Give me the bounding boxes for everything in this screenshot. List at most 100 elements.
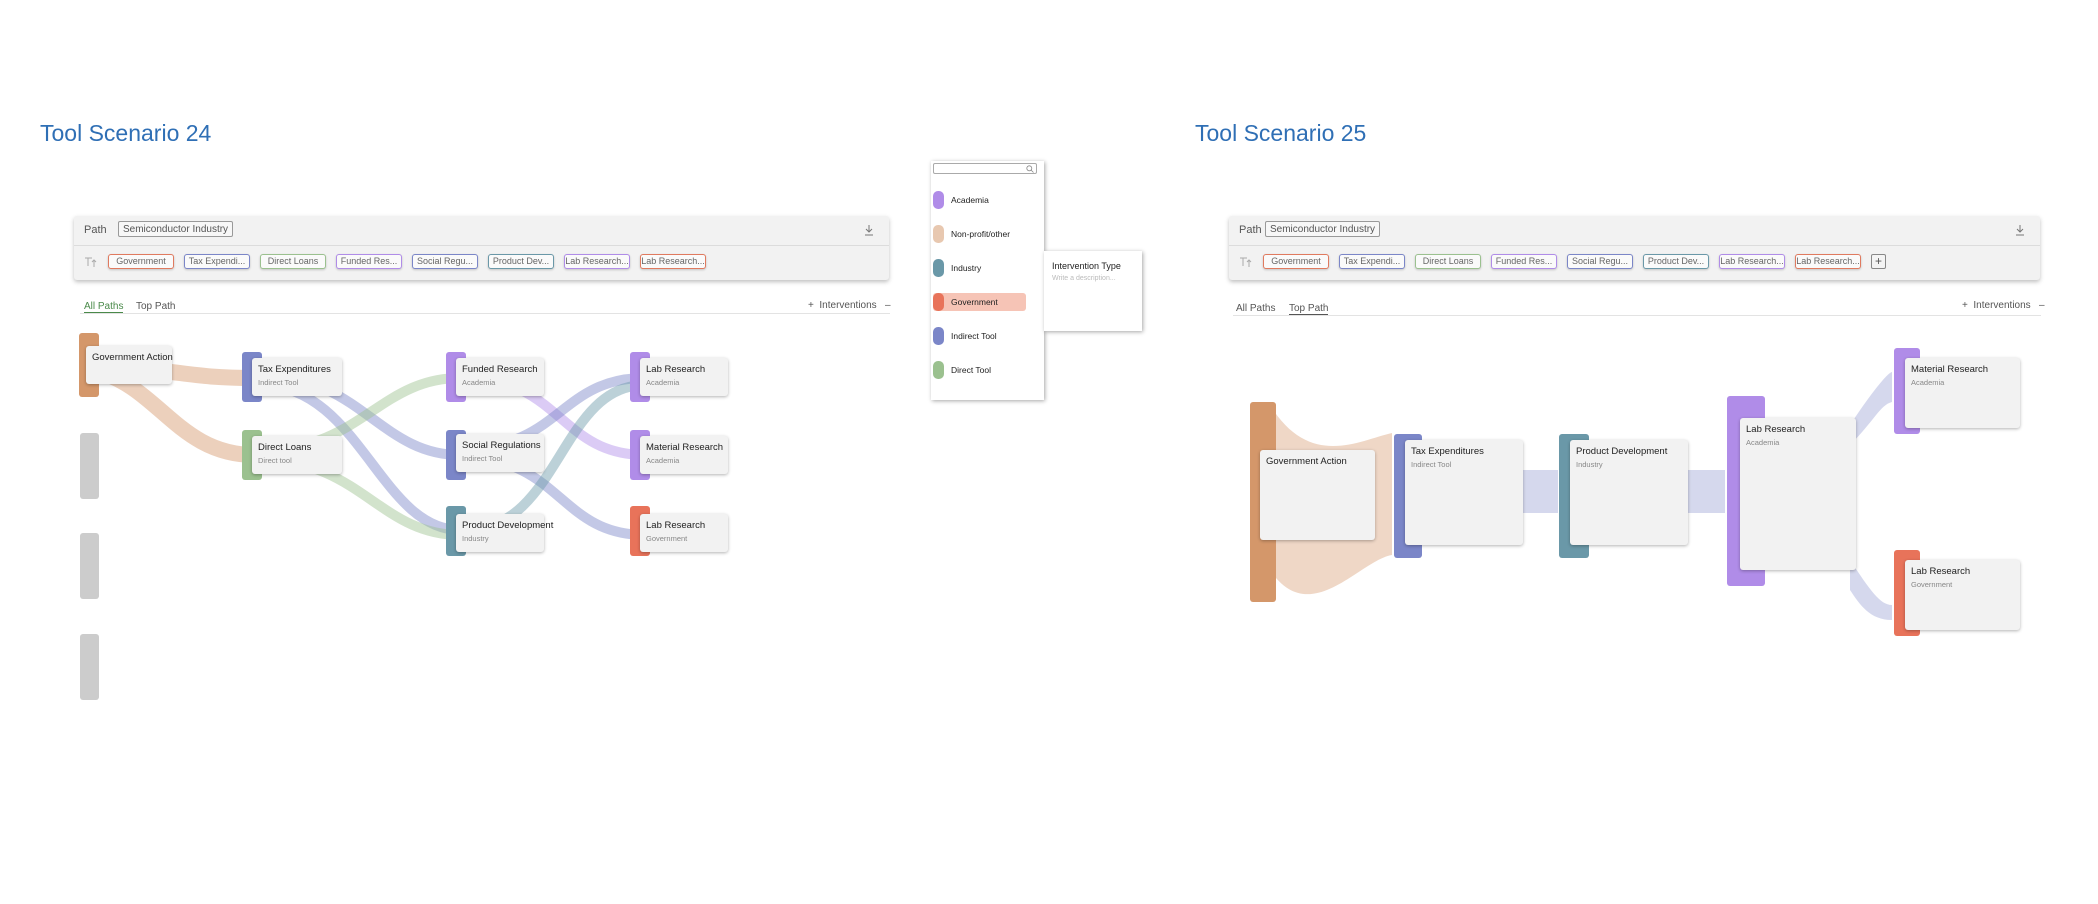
filter-chip[interactable]: Lab Research... [564,254,630,269]
color-swatch-icon [933,327,944,345]
dropdown-option-label: Government [951,297,998,307]
filter-icon[interactable] [84,256,98,268]
tab-all-paths[interactable]: All Paths [1236,303,1276,314]
node-subtitle: Indirect Tool [258,378,299,387]
dropdown-option-label: Industry [951,263,982,273]
intervention-type-popup: Intervention Type Write a description... [1044,251,1142,331]
tab-top-path[interactable]: Top Path [1289,303,1329,315]
node-title: Product Development [462,520,554,531]
node-title: Social Regulations [462,440,541,451]
tab-all-paths[interactable]: All Paths [84,301,124,313]
dropdown-option[interactable]: Non-profit/other [931,225,1031,243]
tab-top-path[interactable]: Top Path [136,301,176,312]
filter-chip[interactable]: Product Dev... [488,254,554,269]
node-subtitle: Academia [646,456,680,465]
node-title: Government Action [92,352,173,363]
color-swatch-icon [933,259,944,277]
node-title: Material Research [646,442,724,453]
path-value[interactable]: Semiconductor Industry [1265,221,1381,237]
scenario-25-path-panel: Path Semiconductor Industry Government Ta… [1229,216,2040,280]
node-title: Lab Research [1911,566,1971,577]
collapsed-node-bar[interactable] [80,634,99,700]
filter-chip[interactable]: Direct Loans [1415,254,1481,269]
download-icon[interactable] [2014,224,2026,236]
filter-chip[interactable]: Tax Expendi... [1339,254,1405,269]
node-title: Tax Expenditures [258,364,331,375]
download-icon[interactable] [863,224,875,236]
filter-chip[interactable]: Tax Expendi... [184,254,250,269]
dropdown-option[interactable]: Government [931,293,1031,311]
dropdown-option-label: Direct Tool [951,365,991,375]
path-label: Path [84,224,107,236]
path-label: Path [1239,224,1262,236]
collapsed-node-bar[interactable] [80,533,99,599]
filter-chip[interactable]: Lab Research... [640,254,706,269]
scenario-24-title: Tool Scenario 24 [40,120,212,146]
node-subtitle: Indirect Tool [1411,460,1452,469]
node-title: Tax Expenditures [1411,446,1484,457]
filter-icon[interactable] [1239,256,1253,268]
filter-chip[interactable]: Lab Research... [1719,254,1785,269]
scenario-25-title: Tool Scenario 25 [1195,120,1367,146]
interventions-button[interactable]: + Interventions – [808,300,891,311]
intervention-description-input[interactable]: Write a description... [1052,275,1116,282]
filter-chip[interactable]: Social Regu... [412,254,478,269]
node-subtitle: Academia [1746,438,1780,447]
node-subtitle: Government [646,534,688,543]
dropdown-option[interactable]: Industry [931,259,1031,277]
add-chip-button[interactable]: + [1871,254,1886,269]
filter-chip[interactable]: Lab Research... [1795,254,1861,269]
dropdown-option-label: Non-profit/other [951,229,1011,239]
dropdown-option[interactable]: Direct Tool [931,361,1031,379]
node-subtitle: Academia [646,378,680,387]
node-title: Funded Research [462,364,538,375]
flow-node-card[interactable]: Government Action [86,346,173,384]
path-row: Path Semiconductor Industry [1229,216,2040,246]
flow-node-card[interactable]: Government Action [1260,450,1375,540]
collapsed-node-bar[interactable] [80,433,99,499]
filter-chip[interactable]: Product Dev... [1643,254,1709,269]
filter-chip[interactable]: Social Regu... [1567,254,1633,269]
dropdown-option-label: Academia [951,195,989,205]
chips-row: Government Tax Expendi... Direct Loans Fund… [1229,246,2040,280]
node-title: Lab Research [1746,424,1806,435]
filter-chip[interactable]: Direct Loans [260,254,326,269]
path-value[interactable]: Semiconductor Industry [118,221,234,237]
color-swatch-icon [933,361,944,379]
filter-chip[interactable]: Funded Res... [336,254,402,269]
filter-chip[interactable]: Funded Res... [1491,254,1557,269]
chips-row: Government Tax Expendi... Direct Loans Fund… [74,246,889,280]
dropdown-search-input[interactable] [933,163,1037,174]
node-subtitle: Direct tool [258,456,292,465]
dropdown-option[interactable]: Indirect Tool [931,327,1031,345]
node-title: Direct Loans [258,442,312,453]
node-title: Product Development [1576,446,1668,457]
filter-chip[interactable]: Government [108,254,174,269]
path-row: Path Semiconductor Industry [74,216,889,246]
filter-chip[interactable]: Government [1263,254,1329,269]
selected-highlight [933,293,1026,311]
node-title: Government Action [1266,456,1347,467]
tabs-divider [80,313,890,314]
color-swatch-icon [933,225,944,243]
color-swatch-icon [933,191,944,209]
scenario-24-path-panel: Path Semiconductor Industry Government Ta… [74,216,889,280]
interventions-button[interactable]: + Interventions – [1962,300,2045,311]
node-subtitle: Academia [1911,378,1945,387]
dropdown-option[interactable]: Academia [931,191,1031,209]
search-icon [1026,165,1034,173]
